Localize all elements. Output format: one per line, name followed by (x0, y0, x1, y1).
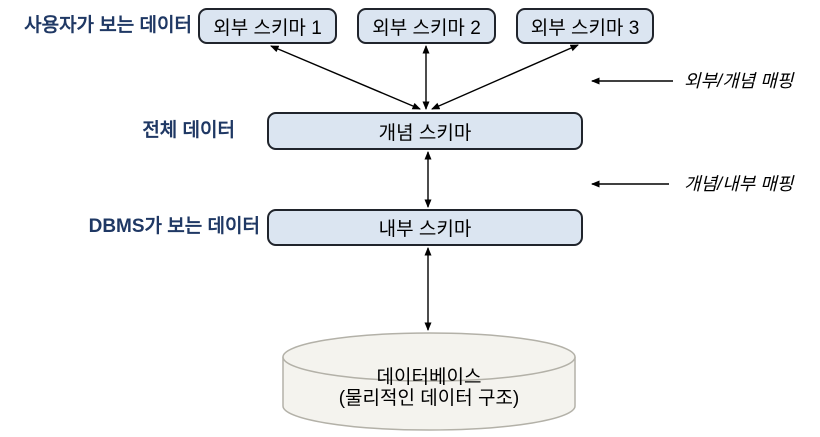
database-label: 데이터베이스 (물리적인 데이터 구조) (283, 367, 575, 409)
external-schema-1-box: 외부 스키마 1 (198, 8, 337, 44)
arrow-external1-conceptual (270, 45, 421, 110)
arrow-external3-conceptual (431, 44, 579, 110)
external-schema-3-box: 외부 스키마 3 (516, 8, 654, 44)
label-user-view: 사용자가 보는 데이터 (24, 15, 192, 36)
database-cylinder (282, 332, 576, 431)
database-subtitle: (물리적인 데이터 구조) (338, 388, 520, 409)
external-schema-2-box: 외부 스키마 2 (357, 8, 496, 44)
external-conceptual-mapping-label: 외부/개념 매핑 (684, 71, 794, 91)
cylinder-top-ellipse (282, 332, 576, 382)
conceptual-schema-box: 개념 스키마 (267, 112, 583, 150)
label-whole-data: 전체 데이터 (142, 120, 235, 141)
database-title: 데이터베이스 (376, 367, 482, 388)
label-dbms-view: DBMS가 보는 데이터 (88, 216, 260, 237)
conceptual-internal-mapping-label: 개념/내부 매핑 (684, 174, 794, 194)
internal-schema-box: 내부 스키마 (267, 209, 583, 246)
